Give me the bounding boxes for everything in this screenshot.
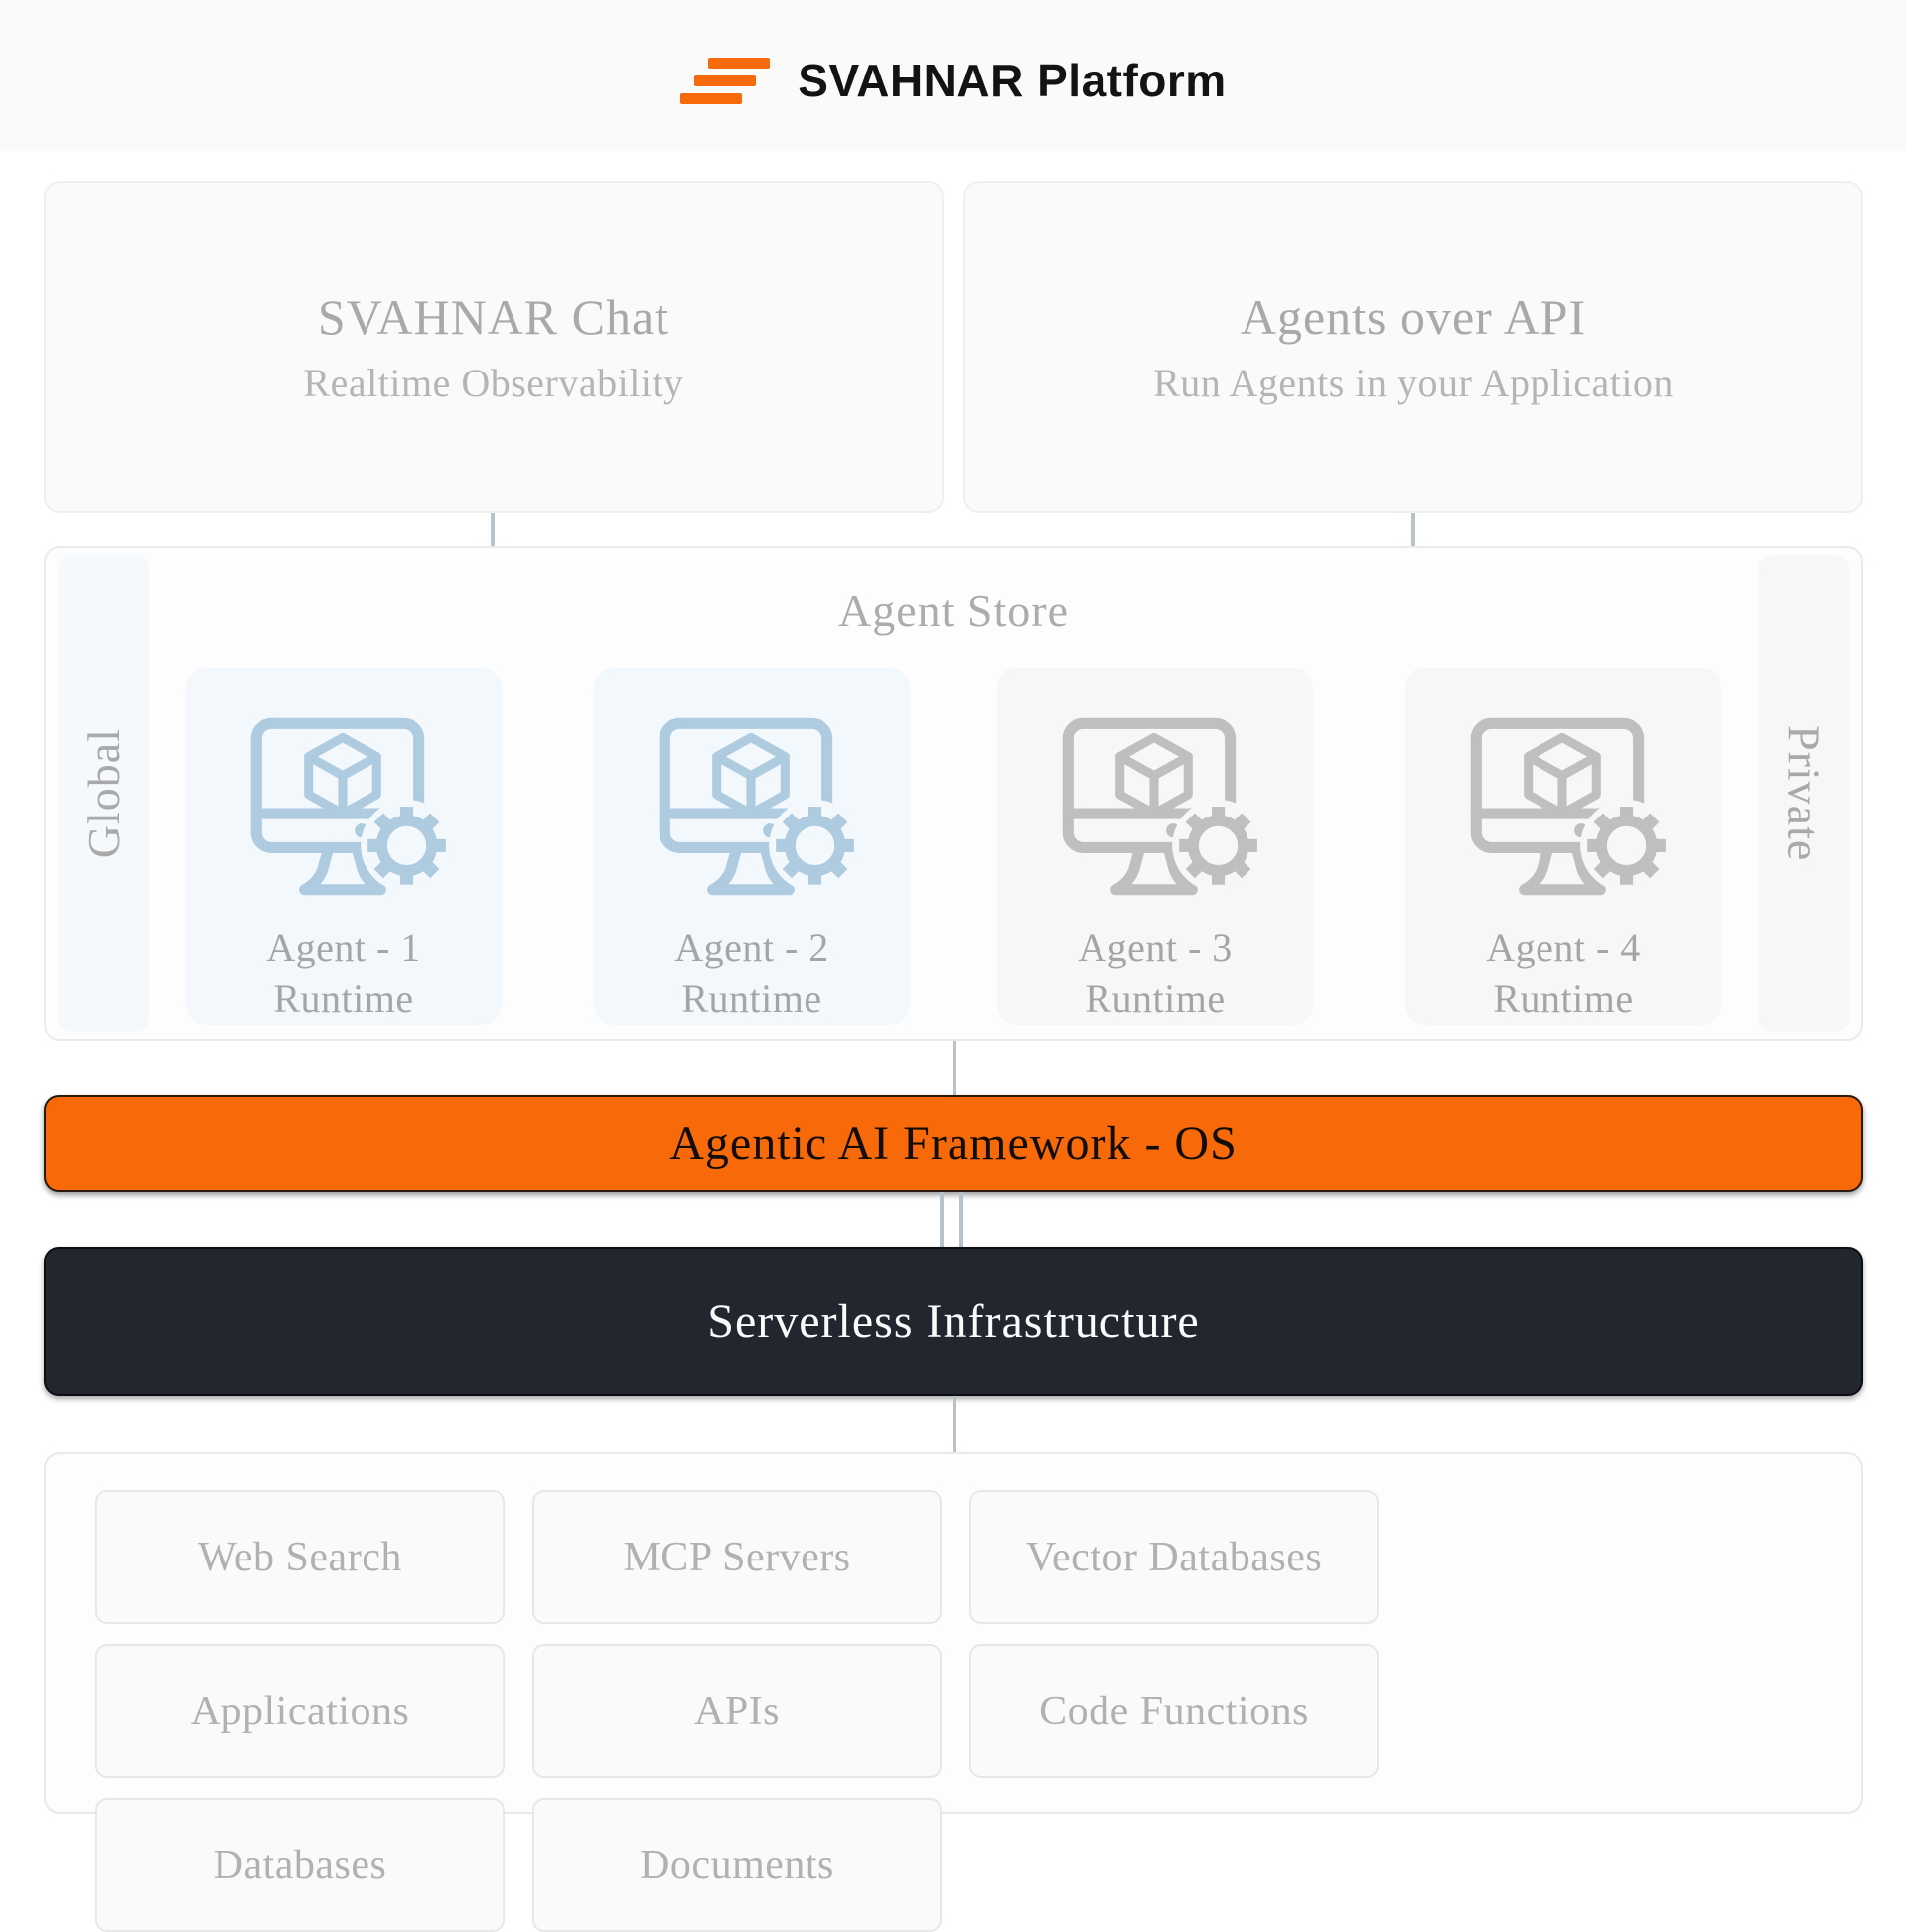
serverless-infrastructure-bar: Serverless Infrastructure bbox=[44, 1247, 1863, 1396]
resource-label: APIs bbox=[693, 1688, 781, 1734]
resource-label: Vector Databases bbox=[1025, 1534, 1323, 1580]
agent-runtime-icon bbox=[250, 717, 453, 896]
resource-tile: Applications bbox=[95, 1644, 505, 1778]
resource-tile: Databases bbox=[95, 1798, 505, 1932]
agent-card: Agent - 2 Runtime bbox=[594, 668, 910, 1025]
agent-card-label: Agent - 1 Runtime bbox=[266, 922, 421, 1025]
resource-tile: Code Functions bbox=[969, 1644, 1379, 1778]
chat-box-title: SVAHNAR Chat bbox=[317, 288, 670, 345]
connector-chat-store bbox=[491, 513, 495, 546]
agent-name: Agent - 4 bbox=[1486, 925, 1641, 969]
svahnar-chat-box: SVAHNAR Chat Realtime Observability bbox=[44, 181, 944, 513]
agentic-framework-bar: Agentic AI Framework - OS bbox=[44, 1095, 1863, 1192]
agent-card-label: Agent - 3 Runtime bbox=[1078, 922, 1233, 1025]
global-label: Global bbox=[77, 728, 129, 859]
resource-label: MCP Servers bbox=[623, 1534, 851, 1580]
global-strip: Global bbox=[58, 555, 149, 1032]
resource-label: Web Search bbox=[198, 1534, 402, 1580]
chat-box-subtitle: Realtime Observability bbox=[303, 360, 684, 405]
connector-api-store bbox=[1411, 513, 1415, 546]
agent-sub: Runtime bbox=[681, 976, 822, 1021]
agent-name: Agent - 3 bbox=[1078, 925, 1233, 969]
connector-infra-resources bbox=[953, 1396, 956, 1452]
agent-runtime-icon bbox=[1062, 717, 1264, 896]
agent-runtime-icon bbox=[1470, 717, 1673, 896]
connector-framework-infra-left bbox=[940, 1192, 944, 1247]
resource-label: Databases bbox=[213, 1842, 387, 1888]
resource-tile: Vector Databases bbox=[969, 1490, 1379, 1624]
resource-label: Applications bbox=[190, 1688, 410, 1734]
connector-store-framework bbox=[953, 1041, 956, 1095]
brand: SVAHNAR Platform bbox=[680, 54, 1226, 107]
logo-bar bbox=[694, 74, 757, 86]
resource-label: Code Functions bbox=[1039, 1688, 1309, 1734]
infrastructure-bar-label: Serverless Infrastructure bbox=[707, 1294, 1200, 1348]
private-strip: Private bbox=[1758, 555, 1849, 1032]
resource-tile: APIs bbox=[532, 1644, 942, 1778]
resource-tile: Web Search bbox=[95, 1490, 505, 1624]
api-box-subtitle: Run Agents in your Application bbox=[1153, 360, 1674, 405]
agent-sub: Runtime bbox=[1493, 976, 1634, 1021]
agent-sub: Runtime bbox=[273, 976, 414, 1021]
agent-card: Agent - 1 Runtime bbox=[186, 668, 502, 1025]
connector-framework-infra-right bbox=[959, 1192, 963, 1247]
logo-bar bbox=[680, 92, 743, 104]
agent-name: Agent - 2 bbox=[674, 925, 829, 969]
agent-runtime-icon bbox=[659, 717, 861, 896]
resource-tile: MCP Servers bbox=[532, 1490, 942, 1624]
resource-tile: Documents bbox=[532, 1798, 942, 1932]
api-box-title: Agents over API bbox=[1240, 288, 1587, 345]
agent-sub: Runtime bbox=[1085, 976, 1226, 1021]
agent-store-title: Agent Store bbox=[837, 585, 1069, 636]
page-title: SVAHNAR Platform bbox=[798, 55, 1227, 106]
logo-bar bbox=[708, 57, 771, 69]
agent-name: Agent - 1 bbox=[266, 925, 421, 969]
agent-card-label: Agent - 2 Runtime bbox=[674, 922, 829, 1025]
agent-card: Agent - 3 Runtime bbox=[997, 668, 1313, 1025]
agents-over-api-box: Agents over API Run Agents in your Appli… bbox=[963, 181, 1863, 513]
framework-bar-label: Agentic AI Framework - OS bbox=[669, 1116, 1238, 1170]
svahnar-logo-icon bbox=[680, 57, 771, 104]
private-label: Private bbox=[1778, 725, 1830, 862]
resource-label: Documents bbox=[640, 1842, 834, 1888]
agent-card-label: Agent - 4 Runtime bbox=[1486, 922, 1641, 1025]
header-band: SVAHNAR Platform bbox=[0, 0, 1907, 151]
resources-box: Web Search MCP Servers Vector Databases … bbox=[44, 1452, 1863, 1932]
agent-card: Agent - 4 Runtime bbox=[1405, 668, 1721, 1025]
